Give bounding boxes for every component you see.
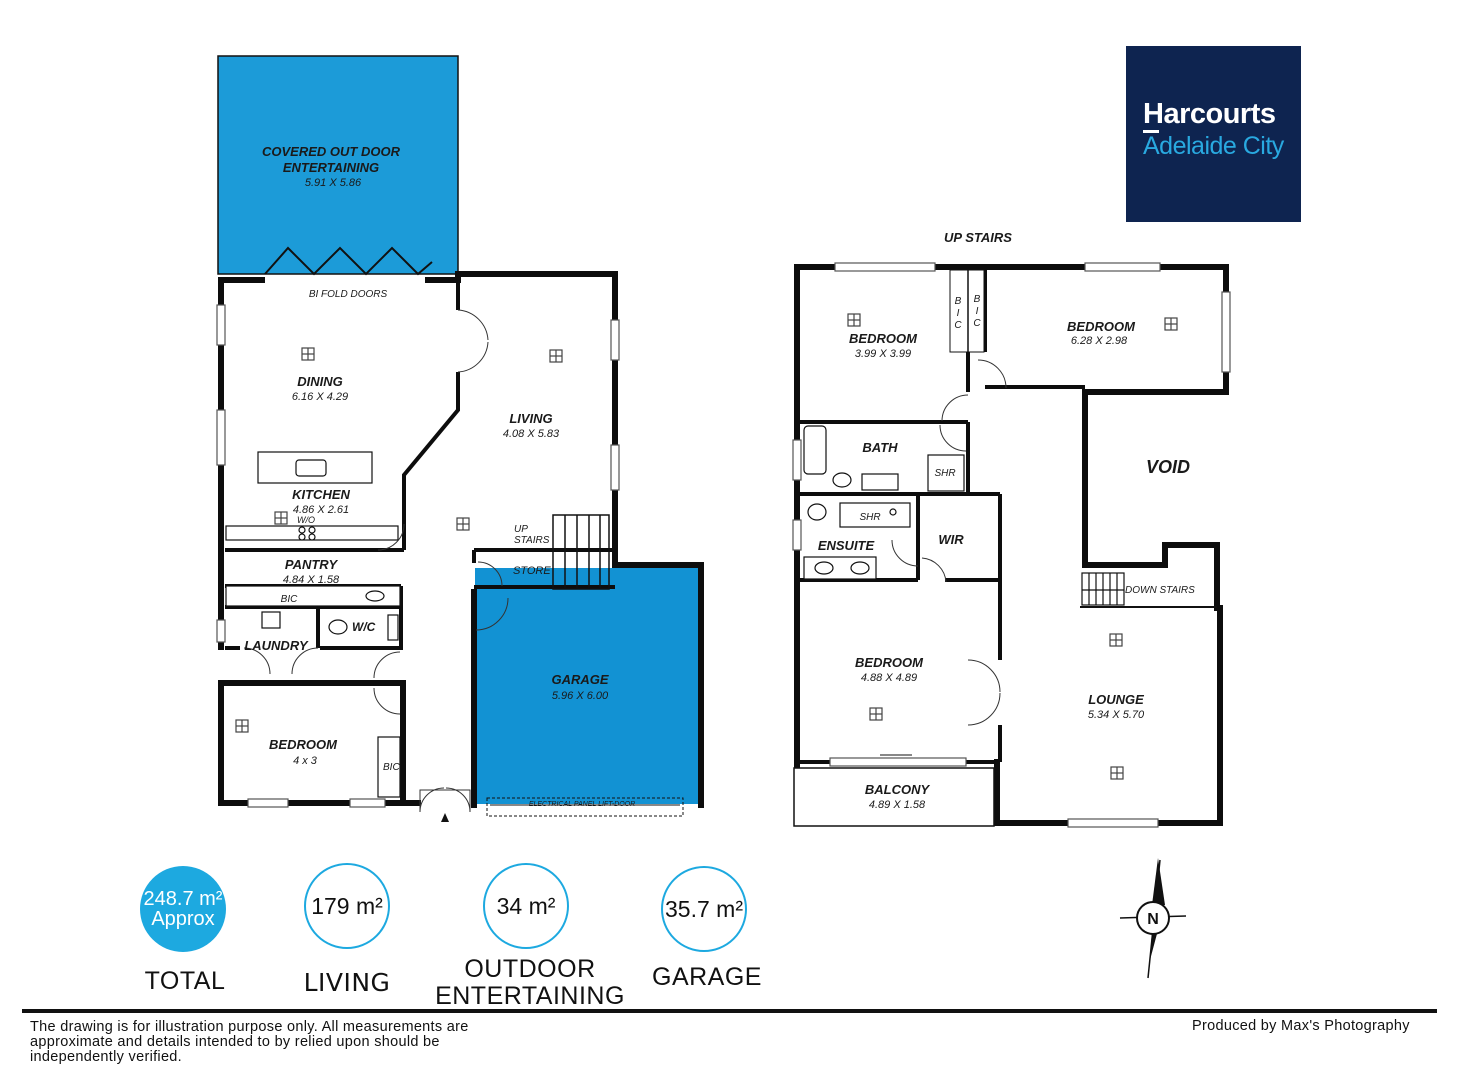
ground-windows	[216, 304, 620, 808]
bedroom-ground-dims: 4 x 3	[293, 755, 318, 767]
stat-total-approx: Approx	[151, 908, 215, 930]
living-label: LIVING	[509, 411, 552, 426]
bifold-doors	[264, 246, 433, 276]
pantry-dims: 4.84 X 1.58	[283, 574, 340, 586]
stat-outdoor-label-1: OUTDOOR	[464, 955, 596, 983]
bic2-b: B	[974, 294, 981, 305]
stat-garage-circle: 35.7 m²	[661, 866, 747, 952]
stat-total-label: TOTAL	[144, 967, 226, 995]
wir-label: WIR	[938, 532, 964, 547]
ensuite-shr-label: SHR	[859, 512, 880, 523]
laundry-label: LAUNDRY	[244, 638, 309, 653]
upper-lights	[847, 313, 1178, 780]
lounge-label: LOUNGE	[1088, 692, 1144, 707]
wo-label: W/O	[297, 515, 315, 525]
upper-bic	[949, 269, 985, 353]
balcony-dims: 4.89 X 1.58	[869, 799, 926, 811]
stat-living-circle: 179 m²	[304, 863, 390, 949]
stat-outdoor-label-2: ENTERTAINING	[435, 982, 625, 1010]
downstairs-label: DOWN STAIRS	[1125, 585, 1195, 596]
bic2-c: C	[973, 318, 981, 329]
bic-b: B	[955, 296, 962, 307]
lounge-dims: 5.34 X 5.70	[1088, 709, 1145, 721]
bath-fixtures	[803, 425, 965, 580]
upper-stairs	[1080, 572, 1217, 608]
balcony-label: BALCONY	[865, 782, 931, 797]
living-dims: 4.08 X 5.83	[503, 428, 560, 440]
upper-doors	[891, 359, 1007, 726]
bedroom-ground-label: BEDROOM	[269, 737, 338, 752]
pantry-bic-label: BIC	[281, 594, 298, 605]
outdoor-dims: 5.91 X 5.86	[305, 177, 362, 189]
stat-total-value: 248.7 m²	[143, 888, 223, 910]
bedroom1-dims: 3.99 X 3.99	[855, 348, 911, 360]
garage-door	[486, 797, 684, 817]
stat-living-value: 179 m²	[311, 892, 383, 919]
compass-icon: N	[1119, 858, 1187, 979]
bedroom1-label: BEDROOM	[849, 331, 918, 346]
stat-garage-value: 35.7 m²	[665, 895, 743, 922]
bedroom2-dims: 6.28 X 2.98	[1071, 335, 1128, 347]
ground-doors	[243, 309, 509, 813]
ground-interior-walls	[225, 280, 615, 650]
ensuite-label: ENSUITE	[818, 538, 875, 553]
svg-text:N: N	[1147, 911, 1159, 928]
bath-label: BATH	[862, 440, 898, 455]
upper-windows	[792, 262, 1231, 828]
balcony-outline	[793, 767, 995, 827]
wc-label: W/C	[352, 620, 376, 634]
bedroom-bic-label: BIC	[383, 762, 400, 773]
store-label: STORE	[513, 565, 551, 577]
bedroom3-dims: 4.88 X 4.89	[861, 672, 917, 684]
kitchen-label: KITCHEN	[292, 487, 350, 502]
stat-outdoor-value: 34 m²	[496, 892, 556, 919]
electrical-label: ELECTRICAL PANEL LIFT-DOOR	[529, 801, 635, 808]
logo-office: Adelaide City	[1143, 132, 1284, 160]
entry-arrow	[441, 813, 449, 822]
logo-underline	[1143, 130, 1159, 133]
ground-stairs	[552, 514, 610, 590]
stat-outdoor-label: OUTDOOR ENTERTAINING	[430, 956, 630, 1010]
stat-living-label: LIVING	[303, 968, 391, 997]
kitchen-fixtures	[225, 451, 401, 798]
garage-label: GARAGE	[551, 672, 608, 687]
bath-shr-label: SHR	[934, 468, 955, 479]
pantry-label: PANTRY	[285, 557, 339, 572]
garage-dims: 5.96 X 6.00	[552, 690, 609, 702]
dining-label: DINING	[297, 374, 343, 389]
stat-outdoor-circle: 34 m²	[483, 863, 569, 949]
bic2-i: I	[976, 306, 979, 317]
producer-credit: Produced by Max's Photography	[1192, 1018, 1410, 1034]
stat-total-circle: 248.7 m² Approx	[140, 866, 226, 952]
ground-lights	[235, 347, 563, 733]
disclaimer: The drawing is for illustration purpose …	[30, 1019, 469, 1065]
bifold-label: BI FOLD DOORS	[309, 289, 388, 300]
bedroom3-label: BEDROOM	[855, 655, 924, 670]
dining-dims: 6.16 X 4.29	[292, 391, 348, 403]
logo-brand: Harcourts	[1143, 98, 1276, 130]
kitchen-dims: 4.86 X 2.61	[293, 504, 349, 516]
bic-i: I	[957, 308, 960, 319]
bedroom2-label: BEDROOM	[1067, 319, 1136, 334]
harcourts-logo: Harcourts Adelaide City	[1126, 46, 1301, 222]
upstairs-heading: UP STAIRS	[944, 230, 1012, 245]
garage-area	[475, 568, 701, 804]
bic-c: C	[954, 320, 962, 331]
outdoor-area	[217, 55, 459, 275]
stat-garage-label: GARAGE	[652, 963, 762, 991]
void-label: VOID	[1146, 457, 1190, 477]
